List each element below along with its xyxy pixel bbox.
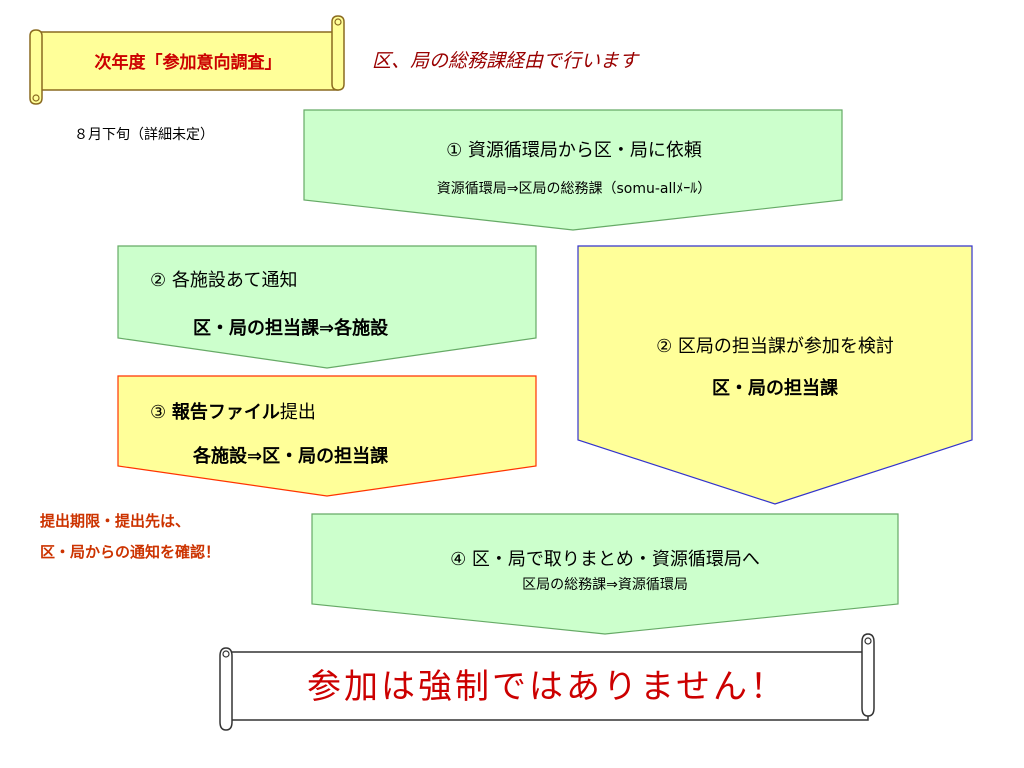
step4-box — [311, 513, 899, 635]
step4-heading: ④ 区・局で取りまとめ・資源循環局へ — [450, 549, 760, 570]
step3-heading-suffix: 提出 — [279, 402, 316, 423]
title-text: 次年度「参加意向調査」 — [94, 53, 282, 73]
deadline-note-line1: 提出期限・提出先は、 — [40, 512, 191, 530]
notice-text: 参加は強制ではありません！ — [307, 667, 787, 707]
step2-left-detail: 区・局の担当課⇒各施設 — [193, 318, 389, 339]
date-note: ８月下旬（詳細未定） — [74, 127, 214, 143]
step3-box — [117, 375, 537, 497]
step3-heading-prefix: ③ — [150, 402, 172, 423]
step3-heading-bold: 報告ファイル — [171, 402, 280, 423]
step4-detail: 区局の総務課⇒資源循環局 — [522, 577, 688, 593]
step2-left-heading: ② 各施設あて通知 — [150, 270, 298, 291]
step1-heading: ① 資源循環局から区・局に依頼 — [446, 140, 702, 161]
step2-right-detail: 区・局の担当課 — [712, 378, 838, 399]
step1-box — [303, 109, 843, 231]
step1-detail: 資源循環局⇒区局の総務課（somu-allﾒｰﾙ） — [436, 181, 712, 197]
deadline-note-line2: 区・局からの通知を確認！ — [40, 543, 221, 561]
title-scroll — [29, 15, 345, 105]
step2-right-heading: ② 区局の担当課が参加を検討 — [656, 336, 894, 357]
step2-left-box — [117, 245, 537, 369]
subtitle: 区、局の総務課経由で行います — [372, 50, 639, 72]
step2-right-box — [577, 245, 973, 505]
step3-heading: ③ 報告ファイル提出 — [150, 398, 316, 424]
step3-detail: 各施設⇒区・局の担当課 — [193, 446, 389, 467]
notice-scroll — [219, 633, 875, 731]
